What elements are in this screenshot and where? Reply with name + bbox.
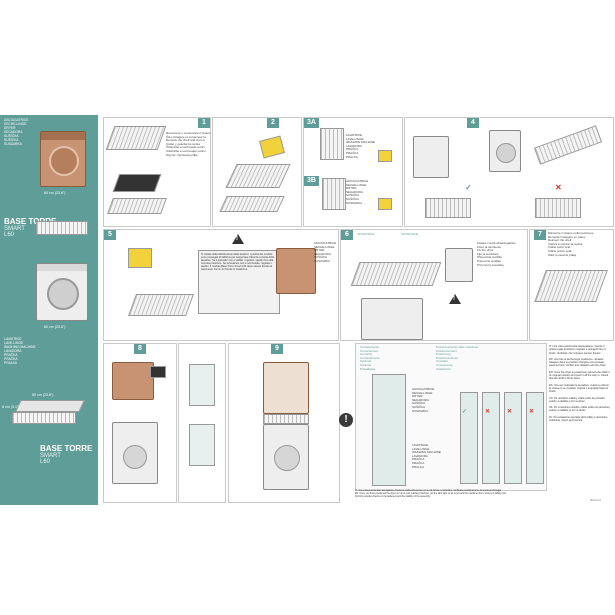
- document-code: 96xxxxxxx: [590, 499, 602, 502]
- ok-check-icon: ✓: [465, 183, 472, 192]
- dryer-door: [49, 146, 79, 176]
- step-9-panel: 9: [228, 343, 340, 503]
- bracket-icon-b: [378, 198, 392, 210]
- stack-column-5: [526, 392, 544, 484]
- step-1-panel: 1 Rimuovere e conservare il ripiano Ôtez…: [103, 117, 211, 227]
- step-2-panel: 2: [212, 117, 302, 227]
- step-5-note: N: Ideale della distribuzione delle lava…: [198, 250, 280, 314]
- step-5-labels: ASCIUGATRICE SECHE-LINGE DRYER SECADORA …: [314, 241, 337, 263]
- frame-assembly: [225, 164, 291, 188]
- dim-width-label: 60 cm (23.6"): [44, 191, 66, 195]
- stack-column-2: [460, 392, 478, 484]
- stacked-washer: [263, 424, 309, 490]
- feet-pack-icon: [128, 248, 152, 268]
- dryer-small: [276, 248, 316, 294]
- hose-detail-panel: [178, 343, 226, 503]
- ok-check-icon-2: ✓: [462, 409, 468, 415]
- strip-bot-labels: LAVATRICE LAVE-LINGE WASHING MACHINE LAV…: [412, 443, 441, 469]
- frame-top-view-a: [320, 128, 344, 160]
- two-person-icon: [150, 366, 166, 378]
- step-4-number: 4: [467, 118, 479, 128]
- notes-column: IT: Una volta posizionata l'asciugatrice…: [549, 345, 610, 423]
- hardware-bag-icon: [259, 135, 285, 159]
- dim-depth-label: 60 cm (23.6"): [44, 325, 66, 329]
- washing-machine-illustration: [36, 263, 88, 321]
- shelf-illustration: [105, 126, 167, 150]
- bracket-correct: [425, 198, 471, 218]
- step-2-number: 2: [267, 118, 279, 128]
- shelf-reinsert-illustration: [534, 270, 608, 302]
- packaging-illustration: [112, 174, 162, 192]
- sidebar: ASCIUGATRICE SECHE-LINGE DRYER SECADORA …: [0, 115, 98, 505]
- hose-b-illustration: [189, 424, 215, 466]
- step-3a-text: LAVATRICE LAVE-LINGE WASHING MACHINE LAV…: [346, 133, 375, 159]
- step-5-number: 5: [104, 230, 116, 240]
- washer-door: [47, 278, 79, 310]
- product-title-top: BASE TORRE SMART L60: [4, 217, 57, 239]
- positioning-panel: Correttamente Correctement Correctly Cor…: [355, 343, 547, 491]
- washer-top: [361, 298, 423, 340]
- step-8-panel: 8: [103, 343, 177, 503]
- step-9-number: 9: [271, 344, 283, 354]
- dim-height-label: 8 cm (3.1"): [2, 405, 20, 409]
- important-icon: !: [339, 413, 353, 427]
- wrong-x-icon-3: ✕: [507, 409, 513, 415]
- instruction-sheet: ASCIUGATRICE SECHE-LINGE DRYER SECADORA …: [0, 115, 615, 505]
- step-7-text: Riinserire il ripiano nella posizione Re…: [548, 231, 594, 257]
- step-3b-text: ASCIUGATRICE SECHE-LINGE DRYER SECADORA …: [346, 179, 369, 205]
- step-4-panel: 4 ✓ ✕: [404, 117, 614, 227]
- step-8-number: 8: [134, 344, 146, 354]
- bracket-wrong: [535, 198, 581, 218]
- wrong-x-icon: ✕: [555, 183, 562, 192]
- stacked-dryer: [263, 362, 309, 414]
- base-feet-assembly: [127, 294, 195, 316]
- warning-icon: !: [232, 234, 244, 244]
- base-frame-illustration: [15, 400, 85, 412]
- stack-column-3: [482, 392, 500, 484]
- hose-a-illustration: [189, 364, 215, 406]
- step-5-panel: 5 ! N: Ideale della distribuzione delle …: [103, 229, 339, 341]
- wrong-x-icon-4: ✕: [529, 409, 535, 415]
- dryer-illustration: [40, 131, 86, 187]
- strip-mid-labels: ASCIUGATRICE SECHE-LINGE DRYER SECADORA …: [412, 387, 435, 413]
- optional-label-2: OPZIONALE: [401, 232, 419, 236]
- step-6-text: Fissare l'unità all'asciugatrice Fixez l…: [477, 241, 516, 267]
- frame-top-illustration: [350, 262, 442, 286]
- footer-notes: IT: Una volta posizionata l'asciugatrice…: [355, 490, 507, 498]
- step-6-number: 6: [341, 230, 353, 240]
- product-title-bottom: BASE TORRE SMART L60: [40, 444, 93, 466]
- dryer-names: ASCIUGATRICE SECHE-LINGE DRYER SECADORA …: [4, 118, 29, 146]
- base-frame-side: [12, 412, 76, 424]
- stack-column-4: [504, 392, 522, 484]
- washer-base: [112, 422, 158, 484]
- step-7-number: 7: [534, 230, 546, 240]
- base-module-illustration: [36, 221, 88, 235]
- wrong-x-icon-2: ✕: [485, 409, 491, 415]
- bracket-icon-a: [378, 150, 392, 162]
- washer-side-view: [489, 130, 521, 172]
- frame-legs: [219, 196, 285, 212]
- step-1-number: 1: [198, 118, 210, 128]
- strip-head-right: Posizionamento delle macchine Positionne…: [436, 345, 479, 371]
- strip-head-left: Correttamente Correctement Correctly Cor…: [360, 345, 380, 371]
- washer-names: LAVATRICE LAVE-LINGE WASHING MACHINE LAV…: [4, 337, 36, 365]
- bracket-detail: [533, 125, 603, 165]
- step-6-panel: 6 OPZIONALE OPZIONALE ! Fissare l'unità …: [340, 229, 528, 341]
- caution-icon: !: [449, 294, 461, 304]
- dryer-lift: [112, 362, 154, 400]
- step-3a-number: 3A: [304, 118, 319, 128]
- step-3-panel: 3A LAVATRICE LAVE-LINGE WASHING MACHINE …: [303, 117, 403, 227]
- step-3b-number: 3B: [304, 176, 319, 186]
- dim-depth2-label: 60 cm (23.6"): [32, 393, 54, 397]
- step-1-text: Rimuovere e conservare il ripiano Ôtez l…: [166, 131, 211, 157]
- optional-label-1: OPZIONALE: [357, 232, 375, 236]
- screw-detail: [445, 248, 473, 282]
- frame-illustration: [107, 198, 167, 214]
- washer-back-view: [413, 136, 449, 178]
- stack-base: [263, 414, 309, 424]
- stack-column-correct: [372, 374, 406, 486]
- frame-top-view-b: [322, 178, 346, 210]
- step-7-panel: 7 Riinserire il ripiano nella posizione …: [529, 229, 614, 341]
